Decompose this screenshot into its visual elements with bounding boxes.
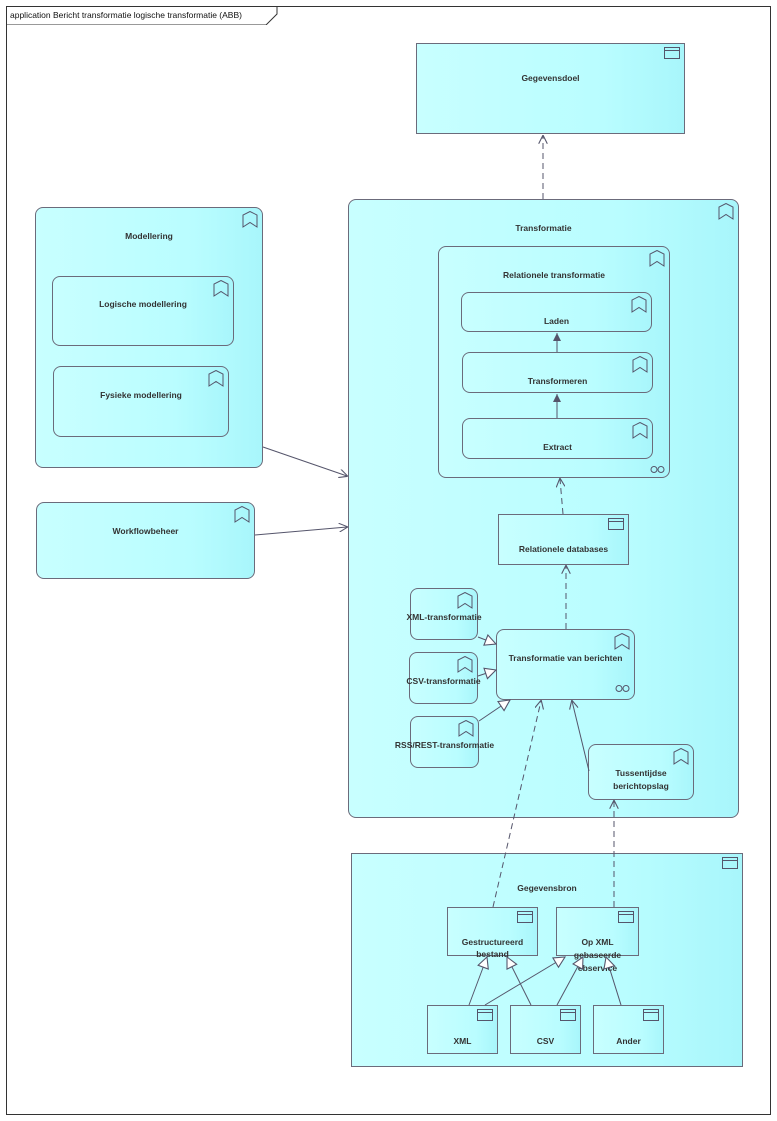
application-function-icon [208, 370, 224, 387]
node-label: Transformatie van berichten [508, 653, 623, 663]
application-function-icon [234, 506, 250, 523]
node-relationele-databases[interactable]: Relationele databases [498, 514, 629, 565]
node-label: Extract [543, 442, 572, 452]
node-label: Logische modellering [99, 299, 187, 309]
application-function-icon [631, 296, 647, 313]
node-label: CSV [536, 1036, 555, 1046]
node-label: Relationele transformatie [502, 270, 606, 280]
application-function-icon [673, 748, 689, 765]
node-ander[interactable]: Ander [593, 1005, 664, 1054]
chain-link-icon [650, 466, 665, 473]
edge-xml-webservice [484, 957, 565, 1006]
node-rss-rest-transformatie[interactable]: RSS/REST-transformatie [395, 716, 494, 768]
node-workflowbeheer[interactable]: Workflowbeheer [36, 502, 255, 579]
edge-gestructureerd-berichten [492, 701, 541, 908]
node-transformeren[interactable]: Transformeren [462, 352, 653, 393]
node-csv[interactable]: CSV [510, 1005, 581, 1054]
node-xml[interactable]: XML [427, 1005, 498, 1054]
application-function-icon [632, 356, 648, 373]
application-component-icon [477, 1009, 493, 1021]
node-label-line1: Tussentijdse [615, 768, 667, 778]
application-function-icon [614, 633, 630, 650]
edge-tussentijdse-berichten [572, 701, 590, 772]
edge-csv-webservice [556, 957, 583, 1006]
node-label: Laden [543, 316, 570, 326]
diagram-frame-tab [6, 6, 278, 25]
edge-rss-rest-transformatie-specialization [478, 700, 510, 722]
node-label: Workflowbeheer [112, 526, 179, 536]
edge-modellering-transformatie [262, 446, 347, 476]
node-label: Gegevensbron [517, 883, 577, 893]
node-tussentijdse-berichtopslag[interactable]: Tussentijdse berichtopslag [588, 744, 694, 800]
application-function-icon [457, 592, 473, 609]
application-component-icon [722, 857, 738, 869]
diagram-title: application Bericht transformatie logisc… [10, 10, 242, 20]
chain-link-icon [615, 685, 630, 692]
node-label-line1: Gestructureerd [461, 937, 524, 947]
application-component-icon [664, 47, 680, 59]
application-component-icon [643, 1009, 659, 1021]
application-function-icon [213, 280, 229, 297]
node-label: CSV-transformatie [406, 676, 481, 686]
application-component-icon [560, 1009, 576, 1021]
application-component-icon [517, 911, 533, 923]
edge-databases-relationele-transformatie [560, 479, 563, 515]
edge-ander-webservice [606, 957, 622, 1006]
application-function-icon [718, 203, 734, 220]
application-component-icon [618, 911, 634, 923]
node-label-line3: ebservice [577, 963, 618, 973]
node-xml-transformatie[interactable]: XML-transformatie [406, 588, 482, 640]
node-label: Transformeren [527, 376, 588, 386]
node-label: Transformatie [515, 223, 572, 233]
node-label-line1: Op XML [581, 937, 614, 947]
application-function-icon [458, 720, 474, 737]
node-transformatie-van-berichten[interactable]: Transformatie van berichten [496, 629, 635, 700]
node-label: Ander [616, 1036, 641, 1046]
node-label: XML [453, 1036, 472, 1046]
application-function-icon [649, 250, 665, 267]
edge-workflowbeheer-transformatie [254, 527, 347, 536]
node-label-line2: berichtopslag [613, 781, 669, 791]
node-label-line2: gebaseerde [573, 950, 622, 960]
application-function-icon [242, 211, 258, 228]
node-gegevensdoel[interactable]: Gegevensdoel [416, 43, 685, 134]
application-component-icon [608, 518, 624, 530]
node-label-line2: bestand [476, 949, 509, 959]
node-transformatie[interactable]: Transformatie [348, 199, 739, 818]
node-op-xml-gebaseerde-webservice[interactable]: Op XML gebaseerde ebservice [556, 907, 639, 973]
node-extract[interactable]: Extract [462, 418, 653, 459]
edge-xml-transformatie-specialization [477, 637, 496, 644]
node-csv-transformatie[interactable]: CSV-transformatie [406, 652, 481, 704]
node-fysieke-modellering[interactable]: Fysieke modellering [53, 366, 229, 437]
node-label: Gegevensdoel [521, 73, 580, 83]
node-label: Modellering [125, 231, 173, 241]
node-logische-modellering[interactable]: Logische modellering [52, 276, 234, 346]
edge-xml-gestructureerd [468, 957, 487, 1006]
node-laden[interactable]: Laden [461, 292, 652, 332]
node-label: RSS/REST-transformatie [394, 740, 495, 750]
application-function-icon [632, 422, 648, 439]
diagram-frame [6, 6, 771, 1115]
edge-csv-transformatie-specialization [477, 670, 496, 676]
node-label: Fysieke modellering [100, 390, 182, 400]
node-label: Relationele databases [518, 544, 609, 554]
node-label: XML-transformatie [406, 612, 482, 622]
application-function-icon [457, 656, 473, 673]
node-gestructureerd-bestand[interactable]: Gestructureerd bestand [447, 907, 538, 959]
edge-csv-gestructureerd [507, 957, 532, 1006]
